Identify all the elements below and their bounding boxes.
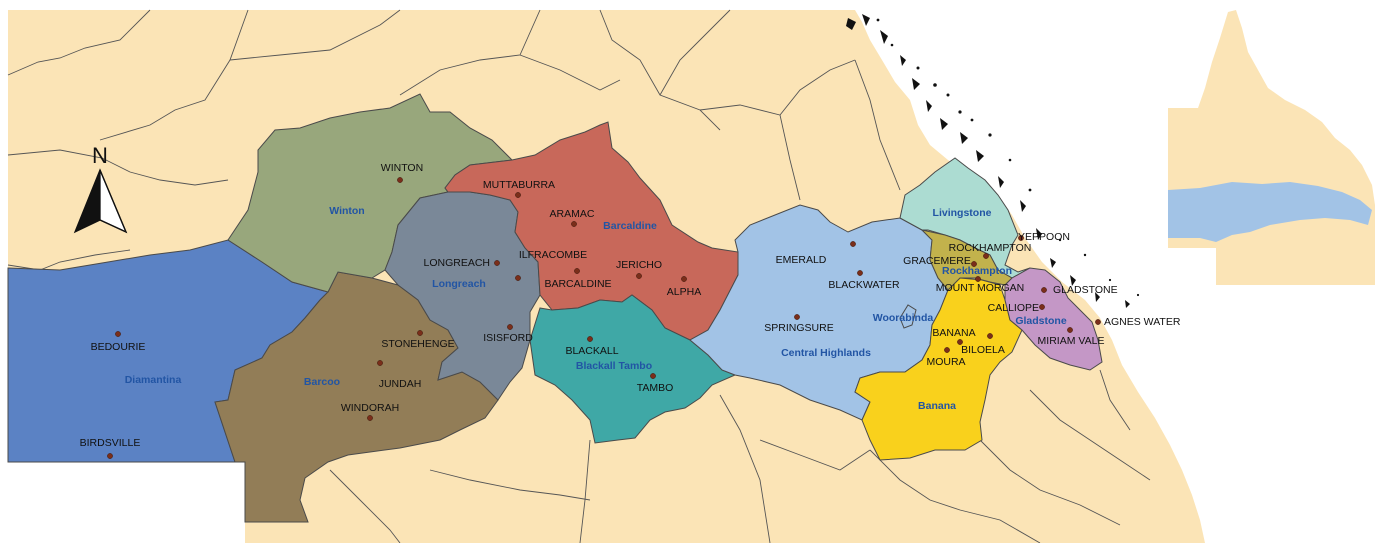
town-dot-tambo — [650, 373, 656, 379]
region-label-woorabinda: Woorabinda — [873, 312, 934, 324]
town-dot-blackall — [587, 336, 593, 342]
town-dot-blackwater — [857, 270, 863, 276]
town-dot-rockhampton — [983, 253, 989, 259]
town-dot-windorah — [367, 415, 373, 421]
town-label-alpha: ALPHA — [667, 286, 701, 298]
town-label-yeppoon: YEPPOON — [1018, 231, 1070, 243]
region-label-banana: Banana — [918, 400, 956, 412]
region-label-livingstone: Livingstone — [933, 207, 992, 219]
region-label-barcaldine: Barcaldine — [603, 220, 657, 232]
town-label-blackwater: BLACKWATER — [828, 279, 900, 291]
region-label-barcoo: Barcoo — [304, 376, 340, 388]
town-dot-barcaldine — [574, 268, 580, 274]
region-label-winton: Winton — [329, 205, 364, 217]
town-label-springsure: SPRINGSURE — [764, 322, 833, 334]
region-blackall-tambo — [529, 294, 737, 444]
town-label-rockhampton: ROCKHAMPTON — [949, 242, 1032, 254]
town-label-jericho: JERICHO — [616, 259, 662, 271]
town-markers — [107, 177, 1101, 459]
inset-map — [1168, 10, 1375, 285]
town-label-mount-morgan: MOUNT MORGAN — [936, 282, 1024, 294]
town-label-gracemere: GRACEMERE — [903, 255, 971, 267]
region-woorabinda — [899, 304, 917, 329]
town-dot-alpha — [681, 276, 687, 282]
town-dot-isisford — [507, 324, 513, 330]
region-label-rockhampton: Rockhampton — [942, 265, 1012, 277]
town-dot-biloela — [987, 333, 993, 339]
town-dot-emerald — [850, 241, 856, 247]
town-label-blackall: BLACKALL — [565, 345, 618, 357]
town-dot-agnes-water — [1095, 319, 1101, 325]
town-label-gladstone: GLADSTONE — [1053, 284, 1118, 296]
town-label-calliope: CALLIOPE — [988, 302, 1039, 314]
town-label-moura: MOURA — [926, 356, 965, 368]
region-label-longreach: Longreach — [432, 278, 486, 290]
town-dot-ilfracombe — [515, 275, 521, 281]
region-label-diamantina: Diamantina — [125, 374, 182, 386]
town-label-birdsville: BIRDSVILLE — [80, 437, 141, 449]
town-labels: BEDOURIE BIRDSVILLE WINDORAH JUNDAH STON… — [80, 162, 1181, 449]
region-label-central-highlands: Central Highlands — [781, 347, 871, 359]
region-gladstone — [1004, 267, 1103, 371]
town-label-banana: BANANA — [932, 327, 975, 339]
north-label: N — [92, 143, 108, 168]
town-dot-stonehenge — [417, 330, 423, 336]
town-dot-gracemere — [971, 261, 977, 267]
town-dot-yeppoon — [1018, 235, 1024, 241]
region-label-blackall-tambo: Blackall Tambo — [576, 360, 652, 372]
town-label-agnes-water: AGNES WATER — [1104, 316, 1181, 328]
town-dot-bedourie — [115, 331, 121, 337]
town-label-stonehenge: STONEHENGE — [381, 338, 454, 350]
town-dot-winton — [397, 177, 403, 183]
town-dot-aramac — [571, 221, 577, 227]
town-label-winton: WINTON — [381, 162, 423, 174]
town-dot-moura — [944, 347, 950, 353]
town-label-muttaburra: MUTTABURRA — [483, 179, 555, 191]
town-dot-springsure — [794, 314, 800, 320]
town-label-miriam-vale: MIRIAM VALE — [1038, 335, 1105, 347]
town-label-isisford: ISISFORD — [483, 332, 533, 344]
town-label-tambo: TAMBO — [637, 382, 674, 394]
town-label-barcaldine: BARCALDINE — [544, 278, 611, 290]
town-label-aramac: ARAMAC — [550, 208, 595, 220]
region-label-gladstone: Gladstone — [1015, 315, 1067, 327]
coastline-islands — [846, 14, 1140, 308]
town-dot-calliope — [1039, 304, 1045, 310]
town-label-ilfracombe: ILFRACOMBE — [519, 249, 587, 261]
north-arrow-icon: N — [73, 143, 128, 234]
town-dot-muttaburra — [515, 192, 521, 198]
region-rockhampton — [920, 229, 1013, 291]
town-label-jundah: JUNDAH — [379, 378, 422, 390]
town-dot-longreach — [494, 260, 500, 266]
town-label-emerald: EMERALD — [776, 254, 827, 266]
town-dot-banana — [957, 339, 963, 345]
town-label-biloela: BILOELA — [961, 344, 1005, 356]
town-dot-gladstone — [1041, 287, 1047, 293]
town-label-bedourie: BEDOURIE — [91, 341, 146, 353]
town-dot-birdsville — [107, 453, 113, 459]
region-labels: Diamantina Barcoo Winton Longreach Barca… — [125, 205, 1067, 412]
town-dot-jericho — [636, 273, 642, 279]
town-dot-jundah — [377, 360, 383, 366]
town-label-longreach: LONGREACH — [423, 257, 490, 269]
district-boundaries — [7, 9, 1151, 543]
town-label-windorah: WINDORAH — [341, 402, 399, 414]
inset-region-highlight — [1168, 182, 1372, 242]
town-dot-miriam-vale — [1067, 327, 1073, 333]
town-dot-mount-morgan — [975, 276, 981, 282]
